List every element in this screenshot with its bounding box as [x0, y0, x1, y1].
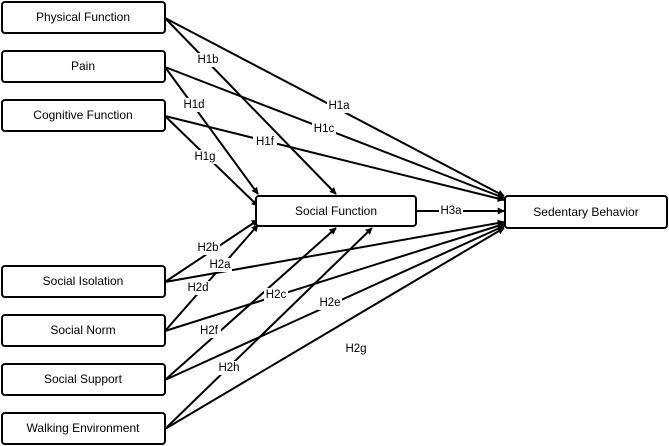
- edge-label-group-h2e: H2e: [318, 296, 342, 310]
- edge-h2h: [164, 227, 373, 430]
- node-social-norm: Social Norm: [1, 314, 166, 347]
- node-walking-environment: Walking Environment: [1, 412, 166, 445]
- node-social-isolation: Social Isolation: [1, 265, 166, 298]
- edge-label-h2e: H2e: [319, 297, 340, 309]
- edge-label-h1d: H1d: [183, 99, 204, 111]
- node-social-norm-label: Social Norm: [50, 323, 115, 337]
- node-social-function: Social Function: [255, 195, 417, 227]
- edge-label-background: [264, 288, 288, 302]
- edge-label-background: [196, 241, 220, 255]
- edge-label-group-h1c: H1c: [312, 122, 336, 136]
- node-sedentary-behavior: Sedentary Behavior: [504, 195, 668, 229]
- edge-label-group-h1b: H1b: [196, 53, 220, 67]
- node-social-isolation-label: Social Isolation: [43, 274, 124, 288]
- edge-label-group-h2a: H2a: [208, 258, 232, 272]
- edge-label-h1g: H1g: [194, 151, 215, 163]
- edge-label-h1f: H1f: [256, 136, 275, 148]
- edge-label-background: [327, 99, 351, 113]
- edge-label-background: [312, 122, 336, 136]
- edge-label-h2a: H2a: [209, 259, 231, 271]
- edge-h2g: [164, 227, 505, 430]
- node-pain-label: Pain: [71, 59, 95, 73]
- edge-label-h2h: H2h: [218, 362, 239, 374]
- edge-label-group-h1a: H1a: [327, 99, 351, 113]
- node-physical-function: Physical Function: [1, 1, 166, 34]
- edge-label-h1c: H1c: [314, 123, 335, 135]
- edge-label-background: [193, 150, 217, 164]
- edge-label-group-h2c: H2c: [264, 288, 288, 302]
- node-walking-environment-label: Walking Environment: [27, 421, 141, 435]
- edge-label-background: [344, 342, 368, 356]
- edge-h2c: [164, 222, 505, 332]
- edge-label-group-h2g: H2g: [344, 342, 368, 356]
- edge-label-h2c: H2c: [266, 289, 287, 301]
- edge-label-background: [217, 361, 241, 375]
- edges-layer: [164, 17, 505, 430]
- edge-label-group-h2f: H2f: [197, 324, 221, 338]
- edge-label-group-h1g: H1g: [193, 150, 217, 164]
- edge-h1b: [164, 17, 337, 195]
- edge-label-group-h2h: H2h: [217, 361, 241, 375]
- edge-label-group-h2b: H2b: [196, 241, 220, 255]
- edge-label-background: [439, 204, 463, 218]
- node-pain: Pain: [1, 50, 166, 83]
- edge-label-h3a: H3a: [440, 205, 462, 217]
- edge-label-background: [208, 258, 232, 272]
- node-social-support-label: Social Support: [44, 372, 123, 386]
- edge-label-background: [318, 296, 342, 310]
- edge-label-background: [186, 281, 210, 295]
- edge-label-background: [253, 135, 277, 149]
- edge-label-h2d: H2d: [187, 282, 208, 294]
- edge-label-background: [182, 98, 206, 112]
- edge-label-background: [197, 324, 221, 338]
- edge-label-h1a: H1a: [328, 100, 350, 112]
- edge-h2f: [164, 227, 337, 381]
- edge-label-group-h3a: H3a: [439, 204, 463, 218]
- node-cognitive-function: Cognitive Function: [1, 99, 166, 132]
- edge-label-group-h1f: H1f: [253, 135, 277, 149]
- node-social-support: Social Support: [1, 363, 166, 396]
- edge-label-h2g: H2g: [345, 343, 366, 355]
- node-physical-function-label: Physical Function: [36, 10, 130, 24]
- edge-h1f: [164, 115, 505, 202]
- edge-label-h2f: H2f: [200, 325, 219, 337]
- node-sedentary-behavior-label: Sedentary Behavior: [533, 205, 638, 219]
- edge-h2d: [164, 224, 259, 332]
- node-social-function-label: Social Function: [295, 204, 377, 218]
- node-cognitive-function-label: Cognitive Function: [33, 108, 132, 122]
- edge-label-h2b: H2b: [197, 242, 218, 254]
- edge-label-background: [196, 53, 220, 67]
- edge-label-group-h1d: H1d: [182, 98, 206, 112]
- edge-h1d: [164, 66, 259, 195]
- edge-label-h1b: H1b: [197, 54, 218, 66]
- edge-label-group-h2d: H2d: [186, 281, 210, 295]
